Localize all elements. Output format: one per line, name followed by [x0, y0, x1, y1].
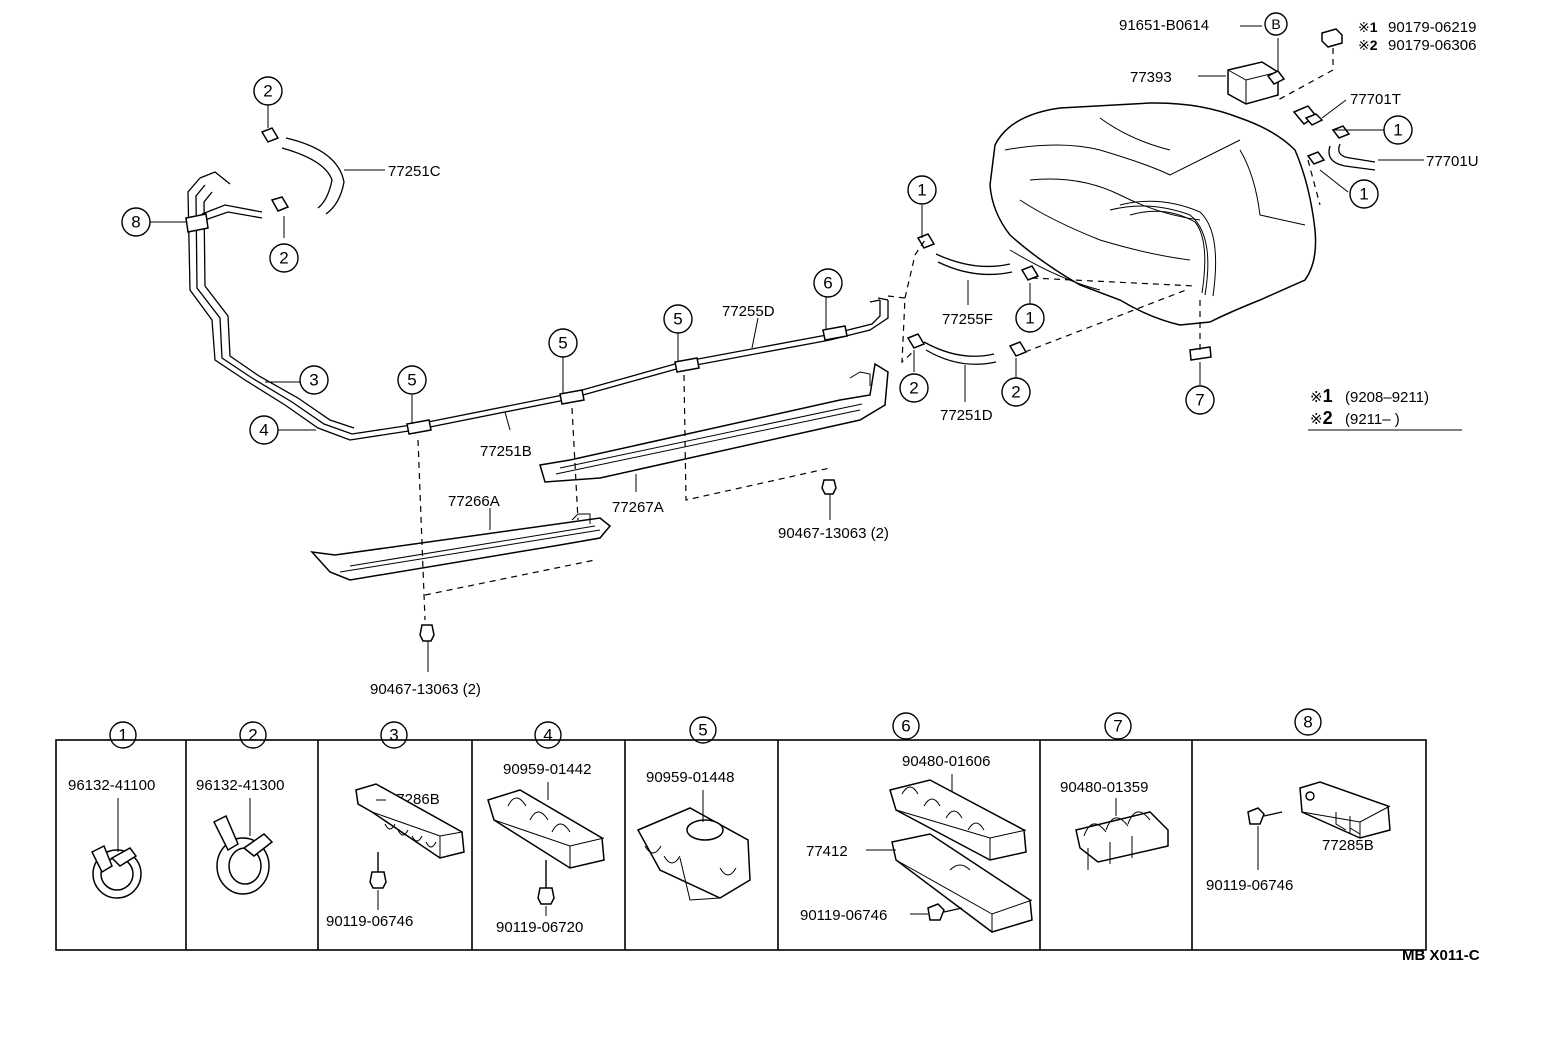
svg-text:96132-41100: 96132-41100 — [68, 777, 155, 794]
svg-text:90179-06219: 90179-06219 — [1388, 19, 1476, 36]
hose-77701U — [1306, 125, 1376, 171]
hose-77251D — [906, 333, 1028, 365]
svg-text:90959-01448: 90959-01448 — [646, 769, 734, 786]
svg-text:(9211– ): (9211– ) — [1345, 411, 1400, 428]
clamp-77286B-drawing — [355, 783, 465, 889]
svg-text:6: 6 — [901, 717, 910, 736]
svg-text:77255D: 77255D — [722, 303, 775, 320]
clamp-legend-table: 1 2 3 4 5 6 7 8 96132-41100 96132-41300 … — [55, 708, 1427, 951]
bolt-90179 — [1277, 28, 1343, 101]
svg-text:77701T: 77701T — [1350, 91, 1401, 108]
date-notes: ※1 (9208–9211) ※2 (9211– ) — [1308, 386, 1462, 431]
svg-text:77285B: 77285B — [1322, 837, 1374, 854]
diagram-code: MB X011-C — [1402, 947, 1480, 964]
svg-text:5: 5 — [407, 371, 416, 390]
svg-text:77251C: 77251C — [388, 163, 441, 180]
svg-text:77267A: 77267A — [612, 499, 664, 516]
svg-text:90467-13063 (2): 90467-13063 (2) — [778, 525, 889, 542]
svg-text:B: B — [1271, 16, 1280, 32]
svg-text:7: 7 — [1195, 391, 1204, 410]
svg-text:2: 2 — [263, 82, 272, 101]
svg-text:77251B: 77251B — [480, 443, 532, 460]
svg-text:5: 5 — [558, 334, 567, 353]
pipe-clamps — [185, 213, 1212, 435]
svg-text:90480-01359: 90480-01359 — [1060, 779, 1148, 796]
svg-text:90119-06746: 90119-06746 — [800, 907, 887, 924]
svg-text:8: 8 — [1303, 713, 1312, 732]
clamp-96132-41100-drawing — [90, 844, 142, 899]
svg-text:91651-B0614: 91651-B0614 — [1119, 17, 1209, 34]
svg-text:77251D: 77251D — [940, 407, 993, 424]
clamp-90959-01448-drawing — [636, 807, 751, 901]
svg-text:3: 3 — [389, 726, 398, 745]
clamp-77285B-drawing — [1299, 781, 1391, 839]
svg-text:77266A: 77266A — [448, 493, 500, 510]
leader-lines — [150, 25, 1424, 530]
svg-text:90467-13063 (2): 90467-13063 (2) — [370, 681, 481, 698]
svg-text:1: 1 — [118, 726, 127, 745]
valve-77701T — [1292, 99, 1347, 126]
svg-text:(9208–9211): (9208–9211) — [1345, 389, 1429, 406]
svg-text:90119-06720: 90119-06720 — [496, 919, 583, 936]
svg-text:1: 1 — [1359, 185, 1368, 204]
svg-text:77701U: 77701U — [1426, 153, 1479, 170]
svg-text:90959-01442: 90959-01442 — [503, 761, 591, 778]
svg-text:1: 1 — [1025, 309, 1034, 328]
svg-text:5: 5 — [673, 310, 682, 329]
screw-90119-06746-a — [927, 903, 963, 921]
svg-text:77255F: 77255F — [942, 311, 993, 328]
svg-text:5: 5 — [698, 721, 707, 740]
clamp-90480-01606-drawing — [889, 779, 1027, 861]
canister-77393 — [1227, 61, 1286, 105]
svg-text:96132-41300: 96132-41300 — [196, 777, 284, 794]
svg-text:※1: ※1 — [1358, 19, 1378, 35]
svg-text:※2: ※2 — [1358, 37, 1378, 53]
bracket-77412-drawing — [891, 833, 1033, 933]
bolts-90467 — [419, 479, 837, 672]
svg-text:4: 4 — [259, 421, 268, 440]
svg-text:2: 2 — [1011, 383, 1020, 402]
clamp-96132-41300-drawing — [212, 814, 274, 895]
callouts-upper: 2 2 8 3 4 5 5 5 6 1 1 2 2 7 1 1 B — [121, 12, 1413, 445]
svg-text:2: 2 — [279, 249, 288, 268]
fuel-pipes — [187, 171, 889, 441]
dashed-guides — [417, 159, 1321, 621]
svg-text:90480-01606: 90480-01606 — [902, 753, 990, 770]
svg-text:6: 6 — [823, 274, 832, 293]
svg-text:90179-06306: 90179-06306 — [1388, 37, 1476, 54]
clamp-90480-01359-drawing — [1075, 811, 1169, 870]
svg-text:2: 2 — [909, 379, 918, 398]
svg-text:4: 4 — [543, 726, 552, 745]
hose-77251C — [260, 127, 345, 215]
svg-text:※2: ※2 — [1310, 408, 1333, 428]
svg-text:3: 3 — [309, 371, 318, 390]
part-labels-upper: 77251C 77255D 77255F 77251D 77251B 77266… — [370, 17, 1479, 698]
fuel-tank-drawing — [989, 102, 1317, 326]
svg-text:2: 2 — [248, 726, 257, 745]
svg-text:7: 7 — [1113, 717, 1122, 736]
screw-90119-06746-b — [1247, 807, 1283, 825]
svg-text:※1: ※1 — [1310, 386, 1333, 406]
svg-text:90119-06746: 90119-06746 — [326, 913, 413, 930]
protector-77267A — [539, 362, 889, 483]
svg-text:8: 8 — [131, 213, 140, 232]
svg-text:90119-06746: 90119-06746 — [1206, 877, 1293, 894]
protector-77266A — [310, 513, 612, 581]
clamp-90959-01442-drawing — [487, 789, 605, 905]
svg-text:77412: 77412 — [806, 843, 848, 860]
svg-text:77393: 77393 — [1130, 69, 1172, 86]
svg-text:1: 1 — [917, 181, 926, 200]
svg-text:1: 1 — [1393, 121, 1402, 140]
